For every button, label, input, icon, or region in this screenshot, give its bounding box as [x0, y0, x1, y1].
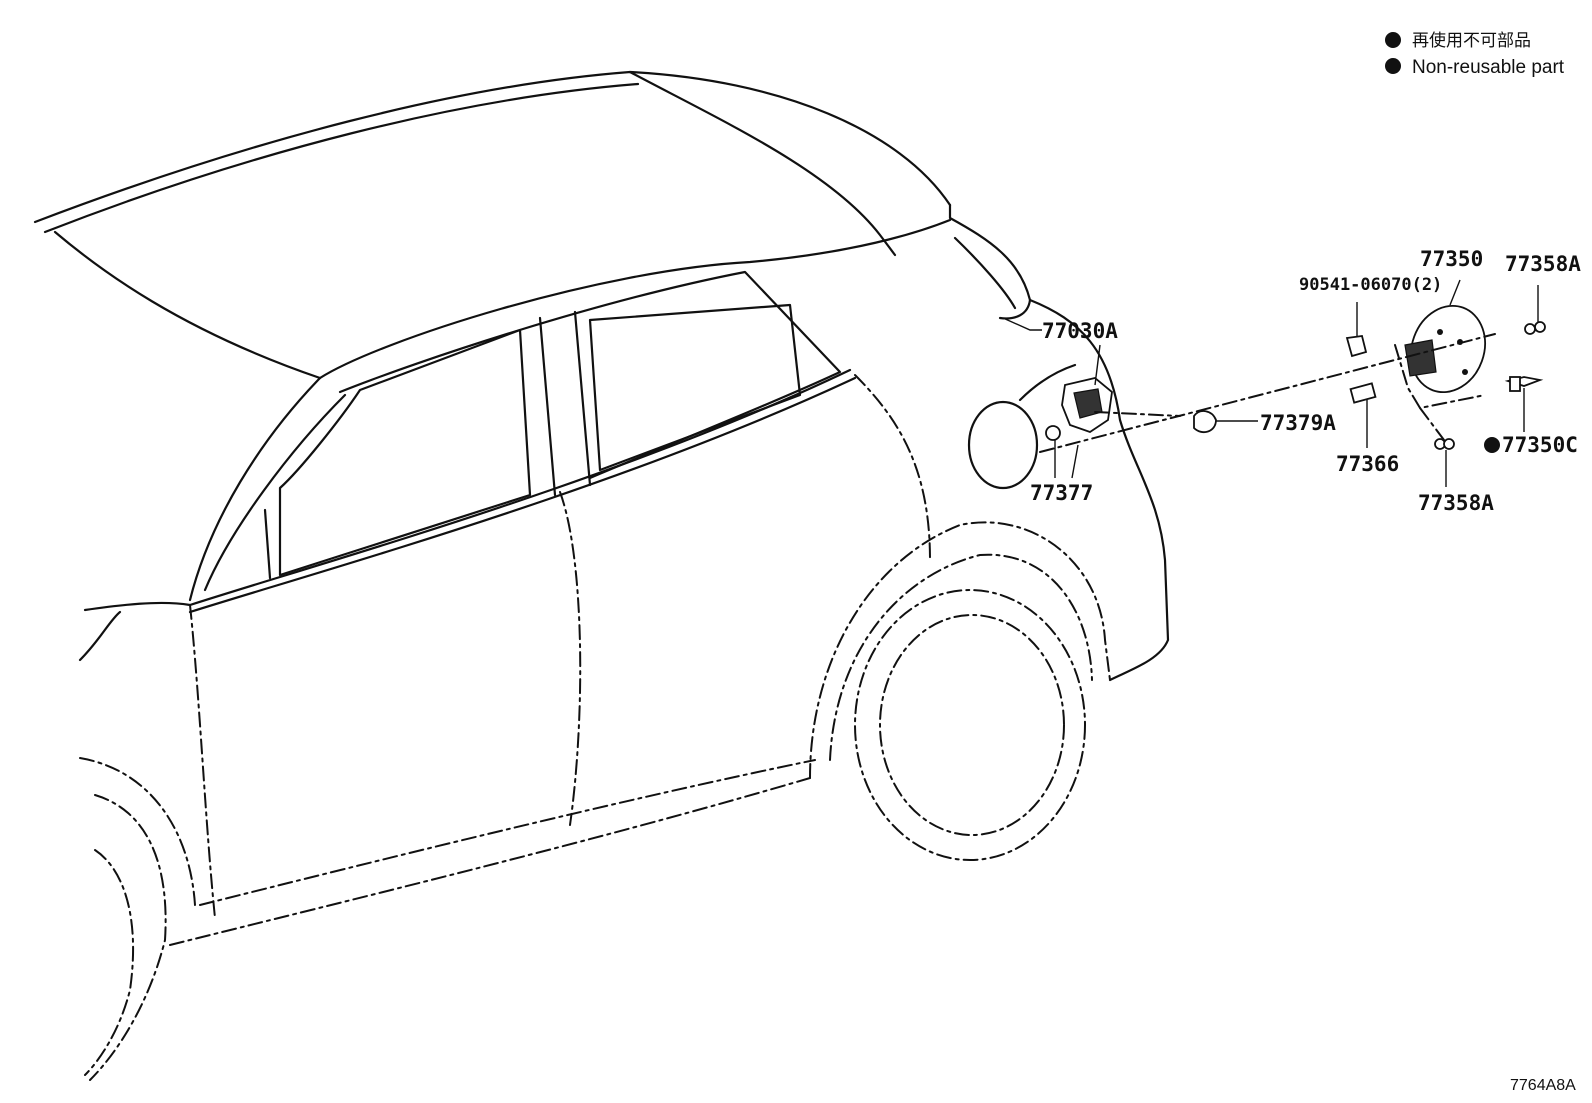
callout-77379a[interactable]: 77379A — [1260, 411, 1336, 435]
axis-line-77379a — [1094, 411, 1181, 417]
callout-77366[interactable]: 77366 — [1336, 452, 1399, 476]
b-pillar-a — [538, 316, 557, 497]
callout-77030a[interactable]: 77030A — [1042, 319, 1118, 343]
rear-quarter — [1028, 298, 1170, 682]
leader-lines — [1002, 279, 1539, 487]
figure-id: 7764A8A — [1510, 1077, 1576, 1094]
callout-77358a-bottom[interactable]: 77358A — [1418, 491, 1494, 515]
leader-77377-b — [1071, 444, 1079, 479]
a-pillar — [188, 376, 322, 602]
parts — [1045, 304, 1546, 450]
axis-line-lid-box — [1394, 344, 1486, 410]
front-door-leading — [189, 604, 216, 919]
leader-77030a — [1002, 317, 1042, 331]
front-wheel-arch — [79, 757, 196, 906]
rear-door-window-frame — [338, 270, 842, 480]
vehicle-outline — [33, 70, 1170, 1081]
callout-77350[interactable]: 77350 — [1420, 247, 1483, 271]
rear-door-trailing — [854, 374, 931, 561]
grommet-77377-part[interactable] — [1045, 425, 1061, 441]
roof-edge — [33, 70, 952, 224]
b-pillar-b — [573, 310, 592, 487]
front-quarter-glass — [263, 508, 272, 580]
fuel-door-opening — [967, 400, 1039, 490]
bushing-77358a-top-part[interactable] — [1524, 323, 1536, 335]
bushing-77358a-top-part[interactable] — [1534, 321, 1546, 333]
beltline — [188, 368, 852, 607]
rear-wheel-arch-inner — [829, 553, 1093, 761]
legend-label-jp: 再使用不可部品 — [1412, 30, 1531, 51]
legend-label-en: Non-reusable part — [1412, 57, 1565, 78]
fuel-door-recess — [1018, 363, 1077, 402]
rocker-lower — [169, 777, 811, 946]
roofline-side — [318, 218, 952, 380]
a-pillar-inner — [203, 393, 347, 592]
non-reusable-dot-icon — [1385, 32, 1401, 48]
callouts: 77030A 77350 90541-06070(2) 77358A 77379… — [1030, 247, 1581, 515]
legend: 再使用不可部品 Non-reusable part — [1385, 30, 1565, 78]
callout-77350c[interactable]: 77350C — [1502, 433, 1578, 457]
bumper-77379a-part[interactable] — [1193, 410, 1217, 434]
fuel-lid-hole — [1437, 329, 1443, 335]
non-reusable-dot-icon — [1385, 58, 1401, 74]
leader-77350 — [1449, 279, 1461, 306]
rocker-upper — [199, 759, 816, 906]
spoiler-inner — [953, 236, 1017, 310]
callout-77377[interactable]: 77377 — [1030, 481, 1093, 505]
spoiler-top — [948, 203, 1032, 320]
axis-line-bottom — [1419, 407, 1445, 441]
rear-wheel-arch — [809, 521, 1111, 779]
roof-front — [53, 230, 322, 380]
axis-line-main — [1039, 333, 1496, 453]
cushion-90541-part[interactable] — [1345, 335, 1368, 358]
front-tire-inner — [84, 849, 135, 1076]
fuel-lid-hole — [1462, 369, 1468, 375]
rear-tire — [854, 589, 1086, 861]
bushing-77358a-bottom-part[interactable] — [1443, 438, 1455, 450]
front-fender — [78, 610, 122, 662]
rear-rim — [879, 614, 1065, 836]
front-tire — [89, 794, 167, 1081]
hood-edge — [83, 601, 192, 612]
roof-rear-line — [628, 70, 897, 257]
beltline-lower — [188, 376, 857, 614]
front-door-window — [278, 328, 532, 577]
clip-77366-part[interactable] — [1349, 382, 1377, 404]
spring-77350c-head — [1509, 376, 1521, 392]
roof-edge-inner — [43, 82, 640, 234]
fuel-lid-hinge — [1404, 339, 1437, 377]
door-split — [559, 491, 582, 826]
leader-77030a-drop — [1094, 344, 1101, 386]
callout-90541[interactable]: 90541-06070(2) — [1299, 275, 1442, 295]
rear-door-window — [588, 303, 802, 472]
assembly-lines — [1039, 333, 1496, 453]
non-reusable-dot-icon — [1484, 437, 1500, 453]
callout-77358a-top[interactable]: 77358A — [1505, 252, 1581, 276]
